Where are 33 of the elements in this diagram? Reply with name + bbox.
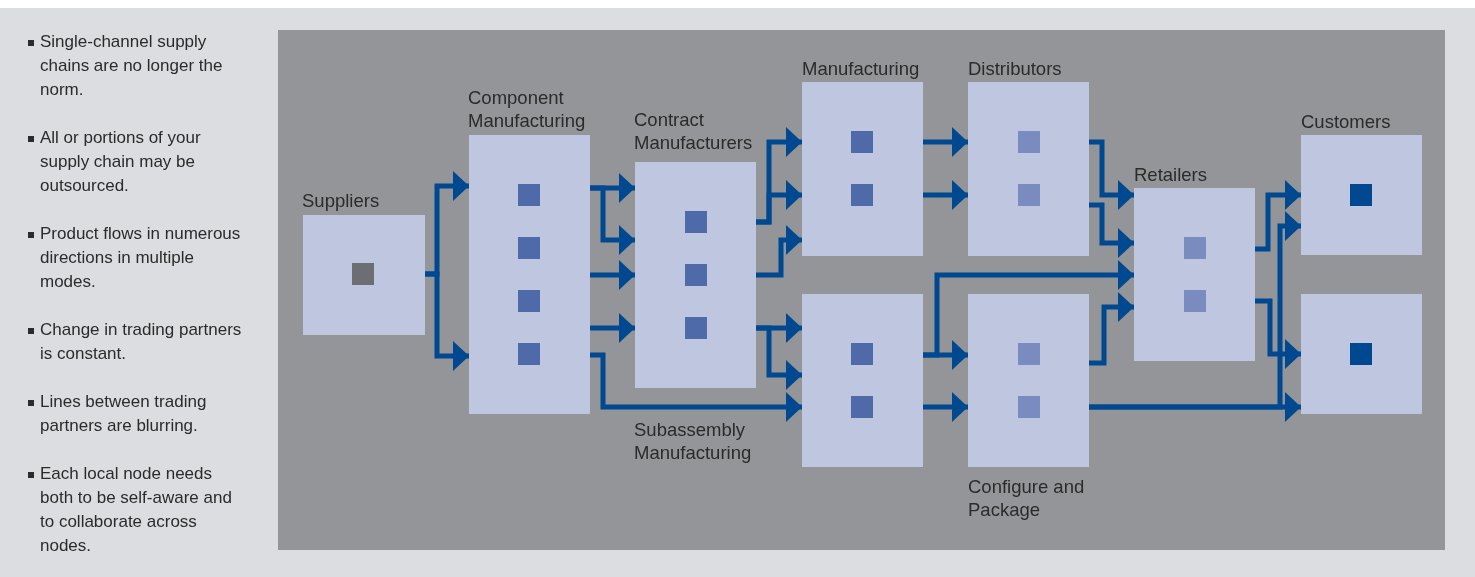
arrow — [756, 225, 802, 278]
bullet-note: Single-channel supply chains are no longer the norm. — [40, 31, 224, 101]
bullet-note: Product flows in numerous directions in multiple modes. — [40, 223, 242, 293]
bullet-note: Each local node needs both to be self-aware and to collaborate across nodes. — [40, 463, 233, 557]
stage-heading: Component Manufacturing — [468, 86, 587, 132]
arrow — [923, 127, 968, 157]
arrow — [590, 313, 635, 343]
stage-heading: Contract Manufacturers — [634, 108, 754, 154]
stage-heading: Retailers — [1134, 163, 1208, 186]
stage-heading: Customers — [1301, 110, 1392, 133]
arrow — [923, 180, 968, 210]
arrow — [590, 352, 802, 422]
arrow — [756, 180, 802, 225]
arrow — [1089, 392, 1301, 422]
arrow — [1255, 180, 1301, 252]
bullet-note: Change in trading partners is constant. — [40, 319, 243, 365]
arrow — [1089, 202, 1134, 258]
arrow — [1089, 139, 1134, 210]
stage-heading: Subassembly Manufacturing — [634, 418, 753, 464]
arrow — [923, 260, 1134, 358]
arrow — [590, 185, 635, 255]
arrow — [425, 271, 469, 371]
arrow — [1089, 292, 1134, 366]
stage-heading: Suppliers — [302, 189, 381, 212]
bullet-note: Lines between trading partners are blurring. — [40, 391, 208, 437]
arrow — [756, 325, 802, 390]
arrow — [1255, 298, 1301, 369]
arrow — [923, 392, 968, 422]
bullet-note: All or portions of your supply chain may be outsourced. — [40, 127, 202, 197]
arrow — [590, 260, 635, 290]
stage-heading: Distributors — [968, 57, 1063, 80]
stage-heading: Manufacturing — [802, 57, 921, 80]
stage-heading: Configure and Package — [968, 475, 1086, 521]
